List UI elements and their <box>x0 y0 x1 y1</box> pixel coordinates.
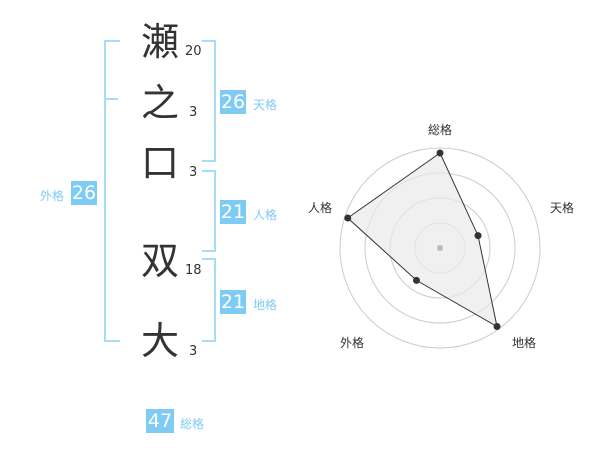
radar-label-gaikaku: 外格 <box>340 335 364 350</box>
radar-point-tenkaku <box>474 232 482 240</box>
name-char-4: 双 <box>141 239 180 283</box>
gaikaku-badge: 26 <box>71 181 97 205</box>
radar-points <box>344 149 501 330</box>
radar-label-tenkaku: 天格 <box>550 200 574 215</box>
radar-ring <box>339 147 541 349</box>
name-char-3: 口 <box>141 141 180 185</box>
stroke-count-1: 20 <box>185 44 202 59</box>
chikaku-label: 地格 <box>253 298 278 312</box>
radar-label-chikaku: 地格 <box>512 335 536 350</box>
tenkaku-bracket <box>202 40 216 162</box>
name-char-2: 之 <box>141 81 180 125</box>
soukaku-label: 総格 <box>180 417 205 431</box>
radar-point-chikaku <box>493 322 501 330</box>
gaikaku-label: 外格 <box>40 189 65 203</box>
jinkaku-bracket <box>202 170 216 252</box>
name-char-1: 瀬 <box>141 20 180 64</box>
radar-polygon <box>346 152 498 328</box>
tenkaku-label: 天格 <box>253 98 278 112</box>
radar-point-gaikaku <box>412 276 420 284</box>
radar-label-soukaku: 総格 <box>428 122 452 137</box>
stroke-count-4: 18 <box>185 263 202 278</box>
gaikaku-inner-tick <box>104 98 118 100</box>
gaikaku-bracket <box>104 40 120 342</box>
chikaku-badge: 21 <box>220 290 246 314</box>
jinkaku-label: 人格 <box>253 208 278 222</box>
stroke-count-5: 3 <box>189 344 198 359</box>
fortune-radar-chart: 総格 天格 地格 外格 人格 <box>308 122 574 350</box>
radar-center <box>437 245 443 251</box>
radar-point-jinkaku <box>344 214 352 222</box>
stroke-count-2: 3 <box>189 105 198 120</box>
radar-point-soukaku <box>436 149 444 157</box>
tenkaku-badge: 26 <box>220 90 246 114</box>
soukaku-badge: 47 <box>146 409 174 433</box>
stroke-count-3: 3 <box>189 165 198 180</box>
name-char-5: 大 <box>141 319 180 363</box>
chikaku-bracket <box>202 258 216 342</box>
radar-label-jinkaku: 人格 <box>308 200 332 215</box>
jinkaku-badge: 21 <box>220 200 246 224</box>
